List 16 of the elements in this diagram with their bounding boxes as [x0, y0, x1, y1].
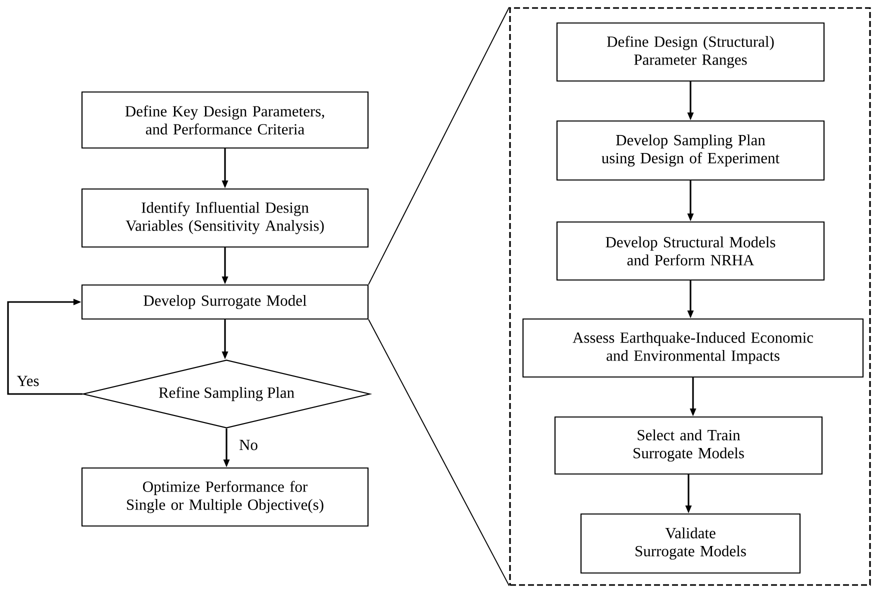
zoom-line — [368, 6, 510, 285]
process-box: Define Design (Structural) Parameter Ranges — [556, 22, 825, 82]
edge-label: No — [238, 438, 259, 452]
zoom-line — [368, 319, 510, 586]
process-box: Develop Structural Models and Perform NRHA — [556, 221, 825, 281]
process-box: Identify Influential Design Variables (Sensitivity Analysis) — [81, 188, 369, 248]
process-box: Validate Surrogate Models — [580, 513, 801, 574]
edge-label: Yes — [16, 374, 40, 388]
process-box: Develop Sampling Plan using Design of Experiment — [556, 120, 825, 181]
arrow — [7, 298, 82, 395]
dashed-panel — [509, 7, 871, 586]
process-box: Select and Train Surrogate Models — [554, 416, 823, 475]
process-box: Optimize Performance for Single or Multiple Objective(s) — [81, 467, 369, 527]
process-box: Assess Earthquake-Induced Economic and Environmental Impacts — [522, 318, 864, 378]
process-box: Define Key Design Parameters, and Performance Criteria — [81, 91, 369, 149]
process-box: Develop Surrogate Model — [81, 284, 369, 320]
